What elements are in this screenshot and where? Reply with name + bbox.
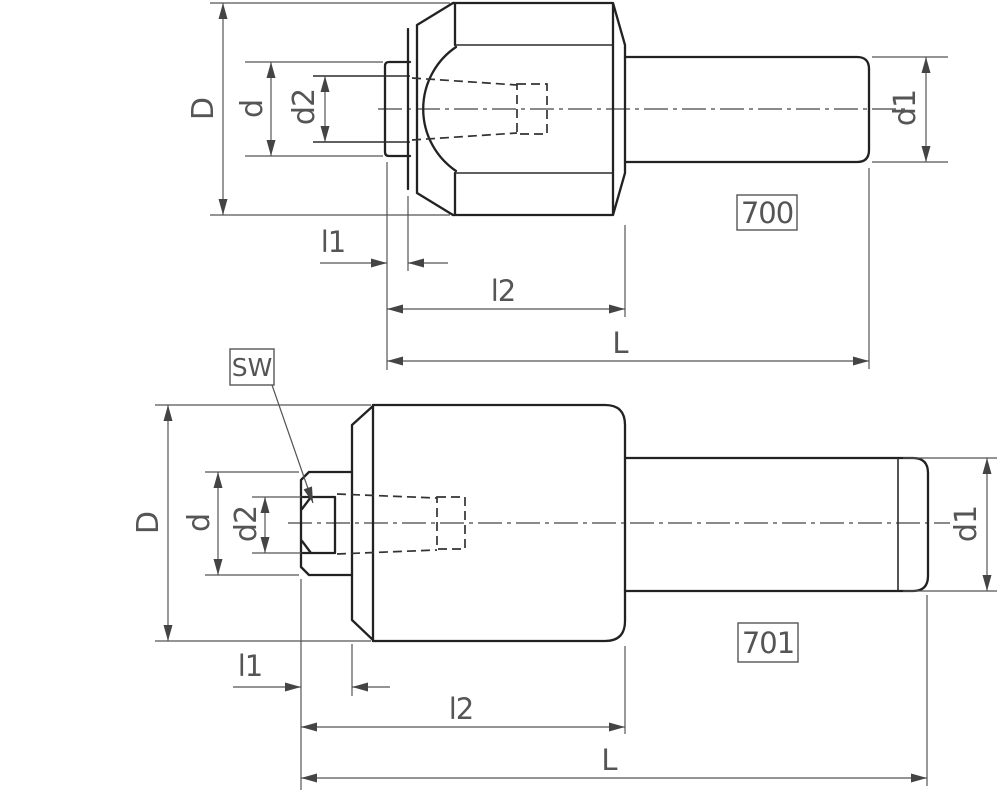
extension-lines-D-701 bbox=[155, 404, 371, 642]
part-number-box-701 bbox=[737, 622, 799, 663]
dimension-d2-700: d2 bbox=[287, 76, 330, 142]
flange-outline-701 bbox=[350, 403, 375, 643]
extension-lines-d2-701 bbox=[252, 496, 301, 554]
dim-label-d2-701: d2 bbox=[229, 506, 264, 542]
part-number-700: 700 bbox=[741, 196, 793, 230]
view-700: D d d2 d1 l1 l2 bbox=[186, 1, 948, 370]
dimension-l2-700: l2 bbox=[387, 225, 626, 317]
ball-socket-arc bbox=[422, 45, 458, 173]
flange-outline-700 bbox=[406, 1, 455, 217]
extension-lines-d1-701 bbox=[903, 457, 997, 592]
dimension-L-700: L bbox=[387, 168, 870, 369]
dimension-l2-701: l2 bbox=[301, 646, 626, 734]
part-number-700-group: 700 bbox=[736, 194, 798, 231]
dim-label-l1-700: l1 bbox=[321, 225, 346, 259]
hex-socket-flats-701 bbox=[300, 495, 337, 555]
dim-label-l1-701: l1 bbox=[238, 649, 263, 683]
part-number-701: 701 bbox=[742, 626, 794, 660]
dimension-d1-700: d1 bbox=[872, 56, 948, 163]
view-701: SW D d d2 d1 bbox=[131, 348, 997, 790]
extension-lines-D-700 bbox=[210, 2, 450, 216]
dim-label-d1-701: d1 bbox=[949, 506, 984, 542]
hidden-bore-taper-701 bbox=[336, 493, 438, 555]
dimension-L-701: L bbox=[301, 595, 928, 786]
dim-label-l2-701: l2 bbox=[449, 692, 474, 726]
hex-body-outline-700 bbox=[451, 1, 627, 217]
hidden-bore-taper-700 bbox=[411, 77, 518, 141]
dim-label-D-701: D bbox=[131, 512, 166, 534]
stud-outline bbox=[383, 60, 412, 158]
dimension-D-701: D bbox=[131, 404, 371, 642]
dimension-l1-701: l1 bbox=[233, 579, 390, 790]
shaft-outline-701 bbox=[623, 456, 930, 593]
dimension-d-701: d bbox=[182, 471, 299, 576]
sw-label-box bbox=[229, 348, 275, 386]
dimension-D-700: D bbox=[186, 2, 450, 216]
hidden-square-drive-701 bbox=[436, 496, 466, 550]
shaft-outline-700 bbox=[623, 55, 871, 164]
sw-leader-line bbox=[271, 384, 314, 504]
hex-flat-lines-700 bbox=[455, 44, 613, 174]
dim-label-d-701: d bbox=[182, 514, 217, 532]
extension-lines-l1-701 bbox=[300, 579, 353, 790]
dimension-d1-701: d1 bbox=[903, 457, 997, 592]
dim-label-L-700: L bbox=[612, 326, 628, 360]
sw-callout: SW bbox=[229, 348, 314, 504]
extension-lines-l1-700 bbox=[386, 162, 409, 370]
body-outline-701 bbox=[371, 403, 627, 643]
hidden-square-drive-700 bbox=[516, 83, 548, 135]
dim-label-D-700: D bbox=[186, 98, 221, 120]
dim-label-L-701: L bbox=[601, 743, 617, 777]
part-number-701-group: 701 bbox=[737, 622, 799, 663]
dim-label-d1-700: d1 bbox=[888, 90, 923, 126]
dimension-d2-701: d2 bbox=[229, 496, 301, 554]
dim-label-d2-700: d2 bbox=[287, 89, 322, 125]
dimension-l1-700: l1 bbox=[320, 162, 448, 370]
hex-head-outline-701 bbox=[299, 470, 354, 577]
dim-label-l2-700: l2 bbox=[491, 274, 516, 308]
dim-label-d-700: d bbox=[235, 100, 270, 118]
sw-label: SW bbox=[232, 353, 273, 382]
extension-lines-d1-700 bbox=[872, 56, 948, 163]
part-number-box-700 bbox=[736, 194, 798, 231]
dimension-d-700: d bbox=[235, 61, 383, 157]
